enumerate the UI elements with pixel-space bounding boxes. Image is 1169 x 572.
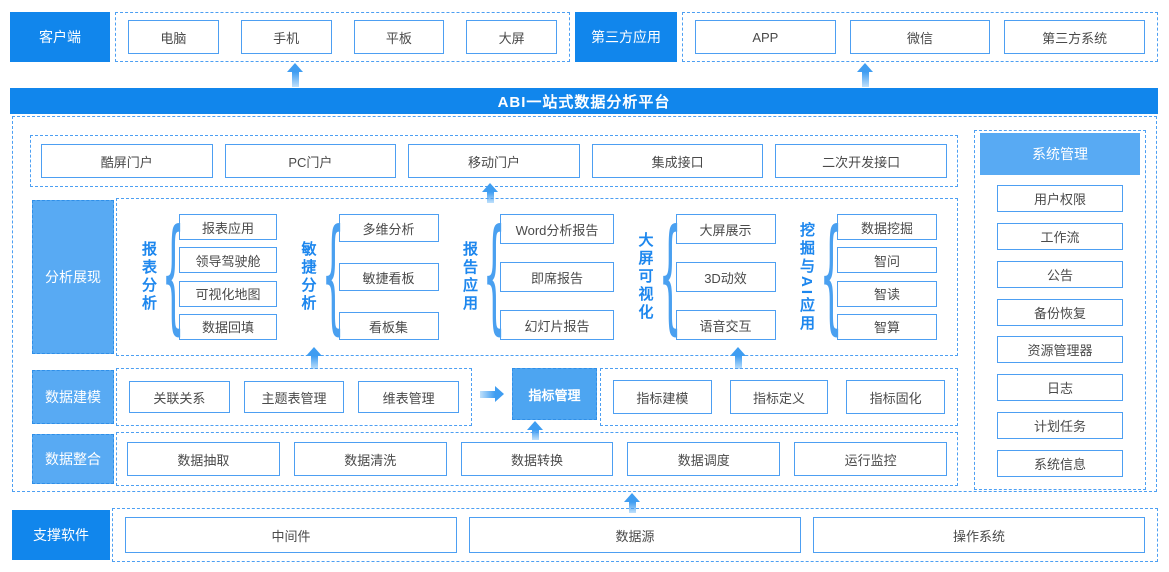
modeling-box: 维表管理 — [358, 381, 460, 413]
integration-box: 数据清洗 — [293, 442, 447, 476]
analysis-box: 3D动效 — [675, 262, 776, 292]
system-item-box: 日志 — [997, 374, 1123, 402]
brace-icon: { — [321, 205, 345, 349]
analysis-box: Word分析报告 — [500, 214, 614, 244]
analysis-box: 即席报告 — [500, 262, 614, 292]
integration-section-label: 数据整合 — [32, 434, 114, 484]
brace-icon: { — [482, 205, 506, 349]
analysis-box: 语音交互 — [675, 310, 776, 340]
portal-box: 集成接口 — [591, 144, 764, 178]
integration-frame: 数据抽取数据清洗数据转换数据调度运行监控 — [116, 432, 958, 486]
third-party-frame: APP 微信第三方系统 — [682, 12, 1158, 62]
modeling-frame: 关联关系主题表管理维表管理 — [116, 368, 472, 426]
modeling-box: 主题表管理 — [243, 381, 345, 413]
integration-box: 运行监控 — [794, 442, 947, 476]
group-label: 挖掘与AI应用 — [798, 221, 815, 333]
brace-icon: { — [161, 205, 185, 349]
integration-box: 数据抽取 — [127, 442, 280, 476]
brace-icon: { — [658, 205, 682, 349]
client-section-label: 客户端 — [10, 12, 110, 62]
portal-box: PC门户 — [224, 144, 397, 178]
analysis-group-report: 报表分析 { 报表应用领导驾驶舱可视化地图数据回填 — [139, 214, 277, 340]
analysis-band-frame: 报表分析 { 报表应用领导驾驶舱可视化地图数据回填 敏捷分析 { 多维分析敏捷看… — [116, 198, 958, 356]
system-item-box: 计划任务 — [997, 412, 1123, 440]
analysis-section-label: 分析展现 — [32, 200, 114, 354]
modeling-section-label: 数据建模 — [32, 370, 114, 424]
support-section-label: 支撑软件 — [12, 510, 110, 560]
support-box: 数据源 — [469, 517, 801, 553]
support-box: 操作系统 — [813, 517, 1145, 553]
flow-arrow-up — [527, 421, 543, 440]
client-device-box: 电脑 — [128, 20, 219, 54]
analysis-box: 智问 — [837, 247, 937, 274]
client-device-box: 平板 — [353, 20, 445, 54]
flow-arrow-up — [857, 63, 873, 87]
analysis-box: 智读 — [837, 280, 937, 307]
flow-arrow-up — [482, 183, 498, 203]
system-item-box: 系统信息 — [997, 449, 1123, 477]
group-label: 报告应用 — [461, 241, 478, 313]
platform-title-banner: ABI一站式数据分析平台 — [10, 88, 1158, 114]
analysis-box: 可视化地图 — [179, 280, 277, 307]
analysis-box: 数据挖掘 — [837, 214, 937, 240]
group-label: 报表分析 — [140, 241, 157, 313]
client-device-box: 手机 — [240, 20, 332, 54]
group-label: 敏捷分析 — [299, 241, 317, 313]
third-party-box: 微信 — [849, 20, 991, 54]
integration-box: 数据调度 — [627, 442, 781, 476]
analysis-box: 领导驾驶舱 — [179, 247, 277, 274]
flow-arrow-up — [624, 493, 640, 513]
brace-icon: { — [819, 205, 843, 349]
analysis-box: 幻灯片报告 — [500, 310, 614, 340]
indicator-box: 指标建模 — [613, 380, 712, 414]
analysis-box: 敏捷看板 — [338, 263, 439, 291]
analysis-box: 智算 — [837, 313, 937, 340]
third-party-box: APP — [695, 20, 836, 54]
indicator-management-box: 指标管理 — [512, 368, 597, 420]
analysis-box: 看板集 — [338, 312, 439, 340]
platform-outer-frame — [12, 116, 1157, 492]
support-box: 中间件 — [125, 517, 457, 553]
portal-box: 移动门户 — [408, 144, 580, 178]
system-item-box: 公告 — [997, 260, 1123, 288]
indicator-box: 指标固化 — [846, 380, 946, 414]
system-item-box: 备份恢复 — [997, 298, 1123, 326]
analysis-box: 大屏展示 — [675, 214, 776, 244]
system-management-items: 用户权限工作流公告备份恢复资源管理器日志计划任务系统信息 — [997, 175, 1123, 489]
analysis-group-reporting: 报告应用 { Word分析报告即席报告幻灯片报告 — [460, 214, 614, 340]
analysis-group-agile: 敏捷分析 { 多维分析敏捷看板看板集 — [299, 214, 439, 340]
analysis-group-ai: 挖掘与AI应用 { 数据挖掘智问智读智算 — [797, 214, 937, 340]
modeling-box: 关联关系 — [129, 381, 230, 413]
flow-arrow-up — [287, 63, 303, 87]
group-label: 大屏可视化 — [636, 232, 654, 322]
system-item-box: 工作流 — [997, 222, 1123, 250]
indicator-box: 指标定义 — [729, 380, 829, 414]
system-management-label: 系统管理 — [980, 133, 1140, 175]
system-management-frame: 系统管理 用户权限工作流公告备份恢复资源管理器日志计划任务系统信息 — [974, 130, 1146, 490]
client-device-box: 大屏 — [466, 20, 557, 54]
portal-box: 酷屏门户 — [41, 144, 213, 178]
system-item-box: 资源管理器 — [997, 336, 1123, 364]
analysis-box: 数据回填 — [179, 313, 277, 340]
third-party-section-label: 第三方应用 — [575, 12, 677, 62]
portal-frame: 酷屏门户 PC门户移动门户集成接口二次开发接口 — [30, 135, 958, 187]
flow-arrow-up — [730, 347, 746, 369]
flow-arrow-up — [306, 347, 322, 369]
portal-box: 二次开发接口 — [775, 144, 947, 178]
support-frame: 中间件数据源操作系统 — [112, 508, 1158, 562]
flow-arrow-right — [480, 386, 504, 402]
indicator-frame: 指标建模指标定义指标固化 — [600, 368, 958, 426]
system-item-box: 用户权限 — [997, 185, 1123, 212]
analysis-box: 报表应用 — [179, 214, 277, 240]
analysis-box: 多维分析 — [338, 214, 439, 242]
integration-box: 数据转换 — [460, 442, 614, 476]
client-devices-frame: 电脑手机平板大屏 — [115, 12, 570, 62]
third-party-box: 第三方系统 — [1004, 20, 1146, 54]
